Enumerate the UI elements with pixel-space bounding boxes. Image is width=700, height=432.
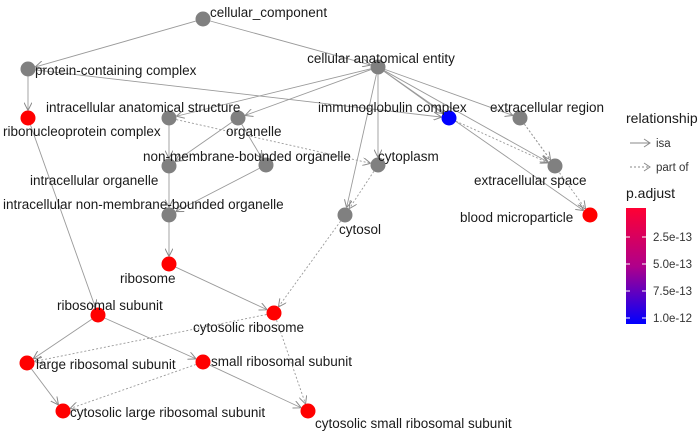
node-blood-microparticle — [582, 207, 598, 223]
node-ribosome — [161, 256, 177, 272]
node-label-cytosolic-small-ribosomal-subunit: cytosolic small ribosomal subunit — [315, 416, 512, 431]
node-label-protein-containing-complex: protein-containing complex — [35, 63, 197, 78]
node-small-ribosomal-subunit — [195, 354, 211, 370]
node-label-cytosol: cytosol — [339, 222, 381, 237]
padj-tick-label: 7.5e-13 — [653, 286, 692, 298]
edge-large_ribosomal_subunit-to-cytosolic_large_ribosomal_subunit — [31, 368, 58, 404]
node-label-ribosome: ribosome — [120, 271, 176, 286]
node-intracellular-anatomical-structure — [161, 110, 177, 126]
node-label-ribonucleoprotein-complex: ribonucleoprotein complex — [3, 124, 161, 139]
relationship-legend-title: relationship — [626, 110, 698, 126]
node-label-cytosolic-ribosome: cytosolic ribosome — [193, 320, 304, 335]
node-cytoplasm — [370, 157, 386, 173]
edge-protein_containing_complex-to-immunoglobulin_complex — [35, 69, 440, 117]
edge-ribosomal_subunit-to-small_ribosomal_subunit — [104, 317, 195, 358]
node-cellular-anatomical-entity — [370, 59, 386, 75]
node-cellular-component — [195, 11, 211, 27]
nodes-layer — [19, 11, 598, 419]
edge-organelle-to-non_membrane_bounded_organelle — [241, 124, 262, 157]
node-extracellular-region — [512, 110, 528, 126]
edge-organelle-to-intracellular_organelle — [176, 121, 233, 161]
edge-cytosolic_ribosome-to-cytosolic_small_ribosomal_subunit — [276, 319, 306, 403]
edge-small_ribosomal_subunit-to-cytosolic_small_ribosomal_subunit — [209, 364, 300, 407]
node-label-cytoplasm: cytoplasm — [378, 149, 439, 164]
node-label-extracellular-region: extracellular region — [490, 100, 604, 115]
edge-ribonucleoprotein_complex-to-ribosomal_subunit — [30, 124, 96, 307]
edge-non_membrane_bounded_organelle-to-intracellular_non_membrane_bounded_organelle — [177, 168, 260, 211]
node-intracellular-organelle — [161, 158, 177, 174]
node-cytosolic-large-ribosomal-subunit — [55, 403, 71, 419]
node-intracellular-non-membrane-bounded-organelle — [161, 207, 177, 223]
node-label-small-ribosomal-subunit: small ribosomal subunit — [211, 354, 352, 369]
edge-extracellular_region-to-blood_microparticle — [524, 123, 585, 208]
node-protein-containing-complex — [20, 61, 36, 77]
node-label-blood-microparticle: blood microparticle — [460, 210, 573, 225]
node-non-membrane-bounded-organelle — [258, 157, 274, 173]
edge-ribosome-to-cytosolic_ribosome — [175, 266, 266, 309]
padj-colorbar — [626, 208, 646, 324]
node-label-cytosolic-large-ribosomal-subunit: cytosolic large ribosomal subunit — [70, 405, 265, 420]
isa-legend-arrow-icon — [643, 138, 651, 148]
node-label-ribosomal-subunit: ribosomal subunit — [57, 298, 163, 313]
edge-cellular_component-to-protein_containing_complex — [36, 20, 196, 67]
node-label-extracellular-space: extracellular space — [474, 173, 587, 188]
relationship-legend: relationship isa part of — [626, 110, 698, 174]
node-label-organelle: organelle — [226, 124, 282, 139]
padj-tick-label: 2.5e-13 — [653, 232, 692, 244]
node-large-ribosomal-subunit — [19, 355, 35, 371]
node-label-large-ribosomal-subunit: large ribosomal subunit — [36, 357, 176, 372]
node-ribosomal-subunit — [90, 307, 106, 323]
edge-cellular_component-to-cellular_anatomical_entity — [210, 20, 370, 65]
edge-cellular_anatomical_entity-to-extracellular_region — [384, 69, 512, 116]
node-label-cellular-component: cellular_component — [210, 5, 327, 20]
edge-cellular_anatomical_entity-to-intracellular_anatomical_structure — [177, 68, 371, 116]
node-immunoglobulin-complex — [441, 110, 457, 126]
node-organelle — [230, 110, 246, 126]
edge-cellular_anatomical_entity-to-organelle — [246, 69, 372, 116]
edge-cellular_anatomical_entity-to-blood_microparticle — [383, 70, 583, 210]
edge-immunoglobulin_complex-to-extracellular_space — [455, 120, 548, 162]
edge-cellular_anatomical_entity-to-extracellular_space — [384, 70, 548, 162]
node-cytosol — [337, 207, 353, 223]
padj-legend: p.adjust 2.5e-13 5.0e-13 7.5e-13 1.0e-12 — [626, 185, 692, 325]
isa-legend-label: isa — [656, 138, 671, 150]
node-label-cellular-anatomical-entity: cellular anatomical entity — [307, 51, 455, 66]
padj-tick-label: 5.0e-13 — [653, 259, 692, 271]
edge-cytosolic_ribosome-to-large_ribosomal_subunit — [35, 314, 267, 362]
node-label-intracellular-non-membrane-bounded-organelle: intracellular non-membrane-bounded organ… — [3, 197, 284, 212]
padj-legend-title: p.adjust — [626, 185, 675, 201]
edge-intracellular_anatomical_structure-to-cytoplasm — [176, 119, 369, 164]
node-cytosolic-ribosome — [266, 305, 282, 321]
padj-tick-label: 1.0e-12 — [653, 313, 692, 325]
node-ribonucleoprotein-complex — [20, 110, 36, 126]
part-of-legend-label: part of — [656, 162, 689, 174]
node-label-non-membrane-bounded-organelle: non-membrane-bounded organelle — [143, 149, 351, 164]
edge-cytosol-to-cytosolic_ribosome — [279, 220, 341, 306]
edge-ribosomal_subunit-to-large_ribosomal_subunit — [34, 318, 93, 358]
node-label-immunoglobulin-complex: immunoglobulin complex — [318, 100, 467, 115]
node-label-intracellular-organelle: intracellular organelle — [30, 173, 158, 188]
edge-cellular_anatomical_entity-to-cytosol — [347, 74, 377, 206]
node-cytosolic-small-ribosomal-subunit — [300, 403, 316, 419]
part-of-legend-arrow-icon — [643, 162, 651, 172]
labels-layer: cellular_component protein-containing com… — [3, 5, 604, 431]
node-extracellular-space — [547, 158, 563, 174]
edges-layer — [28, 20, 585, 408]
node-label-intracellular-anatomical-structure: intracellular anatomical structure — [46, 100, 240, 115]
edge-cytoplasm-to-cytosol — [350, 171, 375, 208]
